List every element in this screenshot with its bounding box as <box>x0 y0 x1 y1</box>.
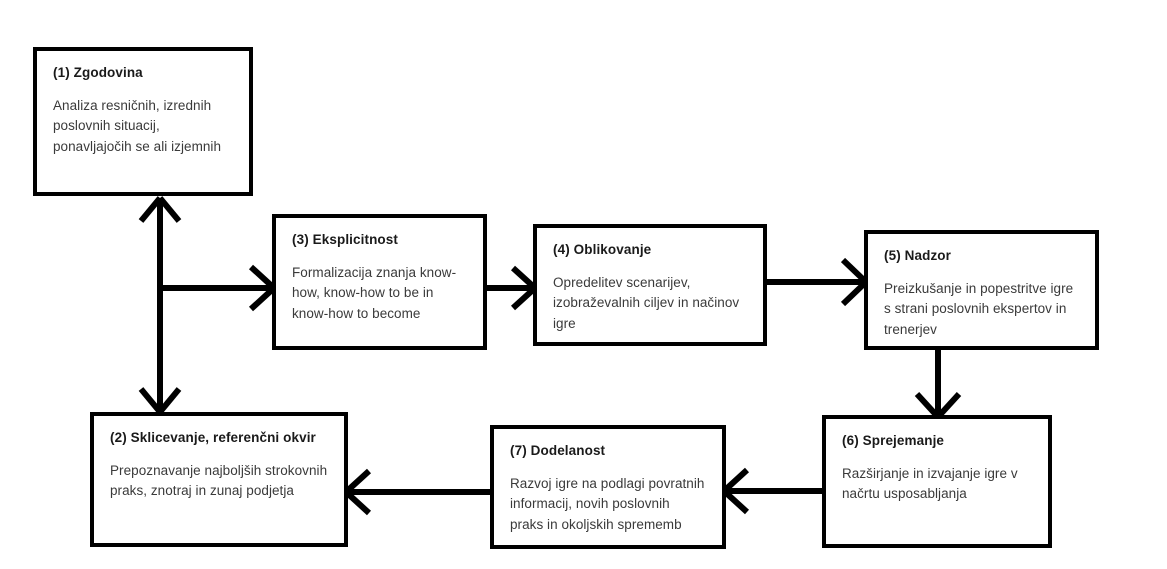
node-sklicevanje[interactable]: (2) Sklicevanje, referenčni okvir Prepoz… <box>90 412 348 547</box>
edge-nadzor-sprejemanje <box>914 350 962 420</box>
node-dodelanost[interactable]: (7) Dodelanost Razvoj igre na podlagi po… <box>490 425 726 549</box>
node-nadzor[interactable]: (5) Nadzor Preizkušanje in popestritve i… <box>864 230 1099 350</box>
node-sprejemanje-body: Razširjanje in izvajanje igre v načrtu u… <box>842 465 1018 502</box>
node-dodelanost-body: Razvoj igre na podlagi povratnih informa… <box>510 475 705 532</box>
node-sprejemanje[interactable]: (6) Sprejemanje Razširjanje in izvajanje… <box>822 415 1052 548</box>
node-nadzor-body: Preizkušanje in popestritve igre s stran… <box>884 280 1074 337</box>
edge-oblikovanje-nadzor <box>767 257 869 307</box>
node-oblikovanje-body: Opredelitev scenarijev, izobraževalnih c… <box>553 274 740 331</box>
node-sklicevanje-title: (2) Sklicevanje, referenčni okvir <box>110 430 316 445</box>
edge-trunk-eksplicitnost <box>160 264 277 312</box>
edge-zgodovina-sklicevanje <box>138 196 182 414</box>
node-sklicevanje-body: Prepoznavanje najboljših strokovnih prak… <box>110 462 328 499</box>
node-dodelanost-title: (7) Dodelanost <box>510 443 606 458</box>
node-zgodovina-title: (1) Zgodovina <box>53 65 143 80</box>
node-oblikovanje-title: (4) Oblikovanje <box>553 242 652 257</box>
edge-eksplicitnost-oblikovanje <box>487 265 538 311</box>
node-eksplicitnost-title: (3) Eksplicitnost <box>292 232 398 247</box>
node-sprejemanje-title: (6) Sprejemanje <box>842 433 945 448</box>
node-eksplicitnost[interactable]: (3) Eksplicitnost Formalizacija znanja k… <box>272 214 487 350</box>
node-oblikovanje[interactable]: (4) Oblikovanje Opredelitev scenarijev, … <box>533 224 767 346</box>
node-nadzor-title: (5) Nadzor <box>884 248 952 263</box>
edge-sprejemanje-dodelanost <box>721 467 822 515</box>
edge-dodelanost-sklicevanje <box>343 468 490 516</box>
node-zgodovina-body: Analiza resničnih, izrednih poslovnih si… <box>53 97 222 154</box>
node-eksplicitnost-body: Formalizacija znanja know-how, know-how … <box>292 264 457 321</box>
node-zgodovina[interactable]: (1) Zgodovina Analiza resničnih, izredni… <box>33 47 253 196</box>
